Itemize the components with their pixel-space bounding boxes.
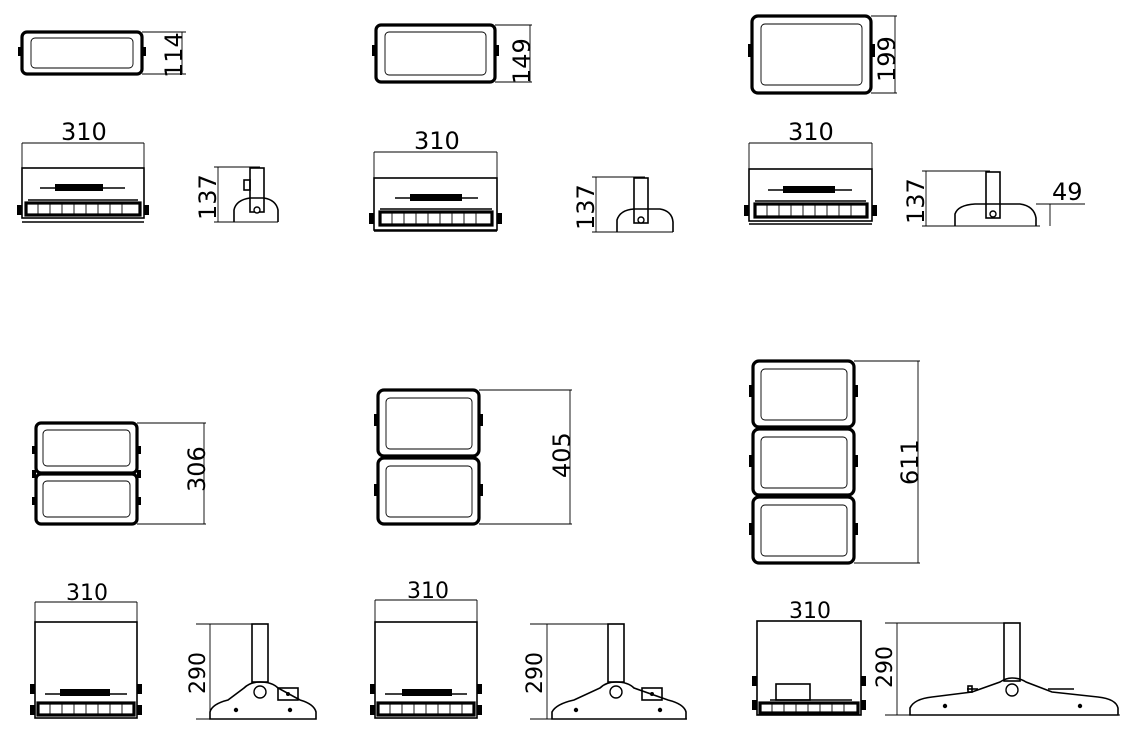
dim-bracket-height-4: 290: [186, 652, 211, 694]
top-view-6: [752, 620, 866, 716]
top-view-5: [370, 599, 482, 719]
side-view-2: [592, 176, 674, 233]
dim-depth-2: 137: [572, 184, 600, 230]
front-view-double-large: [374, 388, 572, 526]
dim-depth-3: 137: [902, 178, 930, 224]
dim-height-double: 306: [183, 446, 211, 492]
side-view-1: [214, 166, 279, 223]
dim-offset-3: 49: [1052, 178, 1083, 206]
top-view-3: [744, 142, 877, 225]
dim-width-5: 310: [407, 579, 449, 604]
dim-bracket-height-5: 290: [523, 652, 548, 694]
dim-width-6: 310: [789, 599, 831, 624]
front-view-large: [748, 14, 897, 95]
dim-width-3: 310: [788, 118, 834, 146]
side-view-4: [196, 623, 317, 720]
front-view-medium: [372, 23, 532, 84]
dim-width-4: 310: [66, 581, 108, 606]
front-view-small: [18, 30, 186, 76]
top-view-4: [30, 601, 142, 719]
dim-bracket-height-6: 290: [873, 646, 898, 688]
dim-width-1: 310: [61, 118, 107, 146]
dim-height-double-large: 405: [548, 432, 576, 478]
dim-height-triple: 611: [896, 439, 924, 485]
dim-height-small: 114: [160, 32, 188, 78]
dim-height-large: 199: [873, 36, 901, 82]
side-view-3: [922, 170, 1085, 227]
dim-depth-1: 137: [194, 174, 222, 220]
front-view-double: [32, 421, 206, 526]
front-view-triple: [749, 359, 920, 565]
dim-height-medium: 149: [508, 38, 536, 84]
top-view-1: [17, 142, 149, 223]
dim-width-2: 310: [414, 127, 460, 155]
side-view-6: [885, 622, 1120, 716]
side-view-5: [530, 623, 687, 720]
top-view-2: [369, 151, 502, 232]
